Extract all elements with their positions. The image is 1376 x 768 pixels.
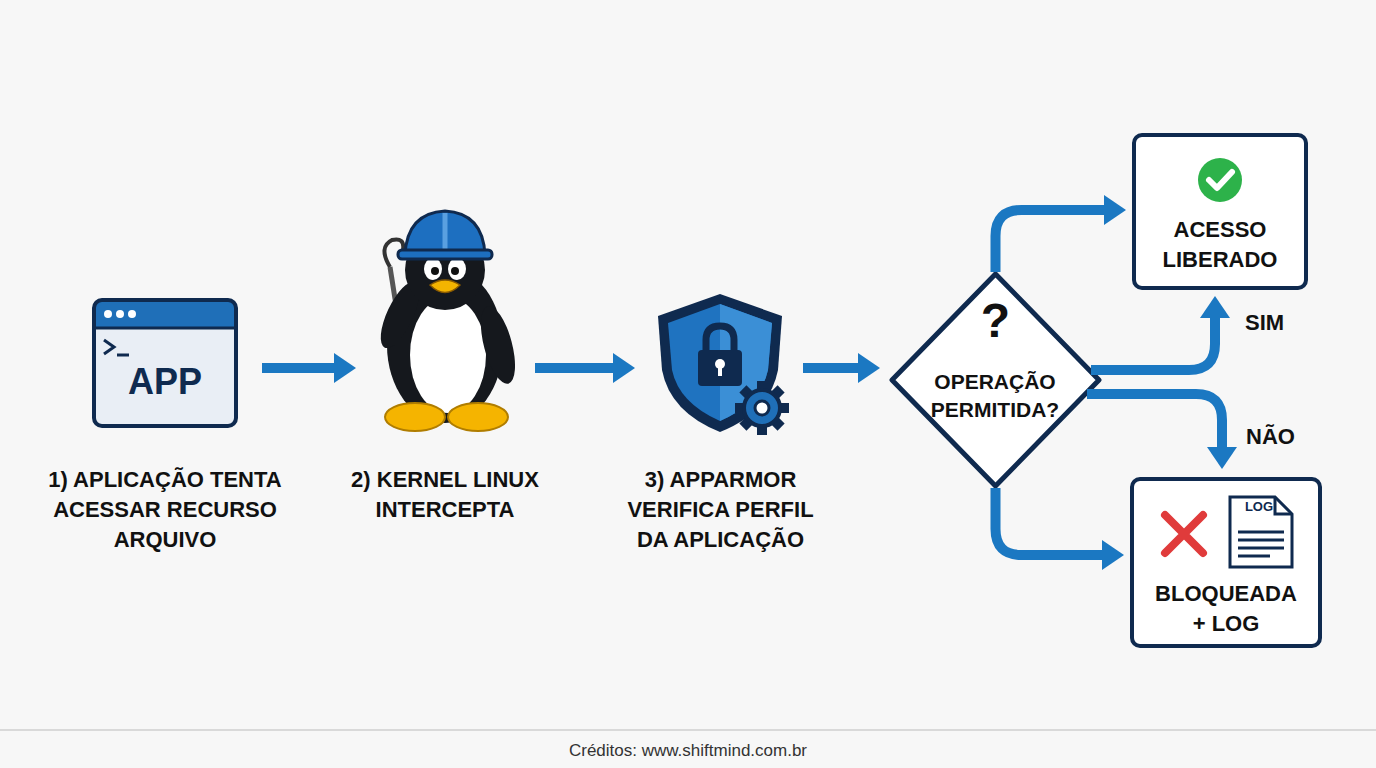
decision-diamond: ? OPERAÇÃO PERMITIDA? [888,270,1103,490]
branch-label: NÃO [1246,424,1295,450]
kernel-node: 2) KERNEL LINUX INTERCEPTA [370,205,520,435]
footer-rule [0,730,1376,731]
arrow-head [858,353,880,383]
penguin-illustration [373,211,522,431]
question-mark: ? [888,294,1103,348]
arrow-line [1087,394,1222,451]
arrow-line [535,363,617,373]
flow-arrow [262,353,356,383]
app-label: APP [92,360,238,404]
app-node: APP1) APLICAÇÃO TENTA ACESSAR RECURSO AR… [92,298,238,428]
apparmor-node: 3) APPARMOR VERIFICA PERFIL DA APLICAÇÃO [650,290,790,435]
arrow-line [996,210,1109,272]
credit-text: Créditos: www.shiftmind.com.br [0,740,1376,762]
step-caption: 2) KERNEL LINUX INTERCEPTA [315,465,575,525]
arrow-line [262,363,338,373]
arrow-line [803,363,862,373]
arrow-head [1200,296,1230,318]
flow-arrow [996,195,1127,272]
result-box: ACESSO LIBERADO [1132,133,1308,290]
arrow-line [996,488,1107,555]
flow-arrow [1091,296,1230,370]
arrow-head [1102,540,1124,570]
step-caption: 1) APLICAÇÃO TENTA ACESSAR RECURSO ARQUI… [46,465,284,555]
result-text: BLOQUEADA + LOG [1151,579,1301,639]
arrow-line [1091,314,1215,370]
log-tag: LOG [1232,499,1286,515]
branch-label: SIM [1245,310,1284,336]
result-box: LOG BLOQUEADA + LOG [1130,477,1322,648]
result-text: ACESSO LIBERADO [1145,215,1295,275]
arrow-head [1207,447,1237,469]
step-caption: 3) APPARMOR VERIFICA PERFIL DA APLICAÇÃO [618,465,823,555]
shield-illustration [658,294,789,435]
flow-arrow [803,353,880,383]
decision-text: OPERAÇÃO PERMITIDA? [915,368,1075,424]
flow-arrow [1087,394,1237,469]
flow-arrow [535,353,635,383]
arrow-head [613,353,635,383]
arrow-head [334,353,356,383]
arrow-head [1104,195,1126,225]
flow-arrow [996,488,1125,570]
